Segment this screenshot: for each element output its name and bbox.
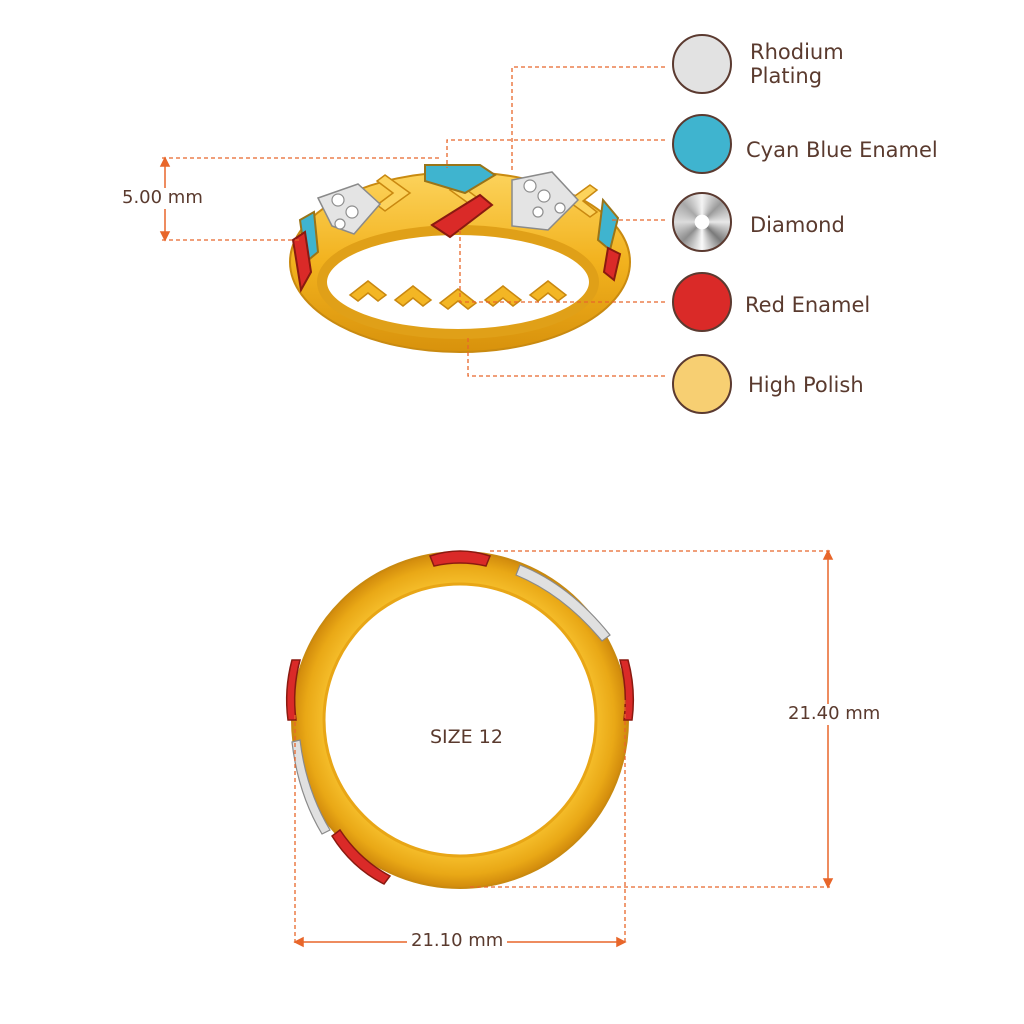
legend-label-cyan: Cyan Blue Enamel: [746, 138, 938, 162]
dimension-height-label: 5.00 mm: [118, 187, 207, 209]
legend-label-diamond: Diamond: [750, 213, 845, 237]
high-polish-swatch: [672, 354, 732, 414]
ring-inner-opening: [322, 230, 594, 334]
inner-chevrons: [348, 280, 568, 310]
legend-label-red: Red Enamel: [745, 293, 871, 317]
legend-label-rhodium-line2: Plating: [750, 64, 823, 89]
dimension-lines: [162, 157, 830, 945]
legend-label-rhodium: Rhodium Plating: [750, 40, 844, 88]
front-rhodium-pave: [515, 564, 611, 642]
ring-front-view: [285, 550, 635, 889]
diamond-stones: [331, 179, 566, 230]
cyan-enamel-segment: [424, 164, 497, 195]
front-rhodium-pave-left: [291, 739, 331, 835]
front-red-enamel-top: [429, 550, 491, 567]
ring-front-inner-rim: [322, 582, 598, 858]
legend-leader-lines: [446, 66, 665, 377]
dimension-outer-height-label: 21.40 mm: [784, 703, 885, 725]
red-enamel-swatch: [672, 272, 732, 332]
legend-label-rhodium-line1: Rhodium: [750, 40, 844, 64]
ring-size-label: SIZE 12: [430, 726, 503, 748]
legend-label-polish: High Polish: [748, 373, 864, 397]
cyan-enamel-swatch: [672, 114, 732, 174]
dimension-outer-width-label: 21.10 mm: [407, 930, 508, 952]
front-red-enamel-bottom: [330, 828, 392, 885]
front-red-enamel-right: [619, 659, 635, 721]
rhodium-plating-swatch: [672, 34, 732, 94]
red-enamel-segment-left: [291, 230, 313, 294]
diamond-swatch: [672, 192, 732, 252]
red-enamel-segment: [430, 193, 494, 239]
front-red-enamel-left: [285, 659, 301, 721]
ring-front-opening: [324, 584, 596, 856]
ring-perspective-view: [289, 164, 631, 353]
red-enamel-segment-right: [602, 246, 622, 282]
